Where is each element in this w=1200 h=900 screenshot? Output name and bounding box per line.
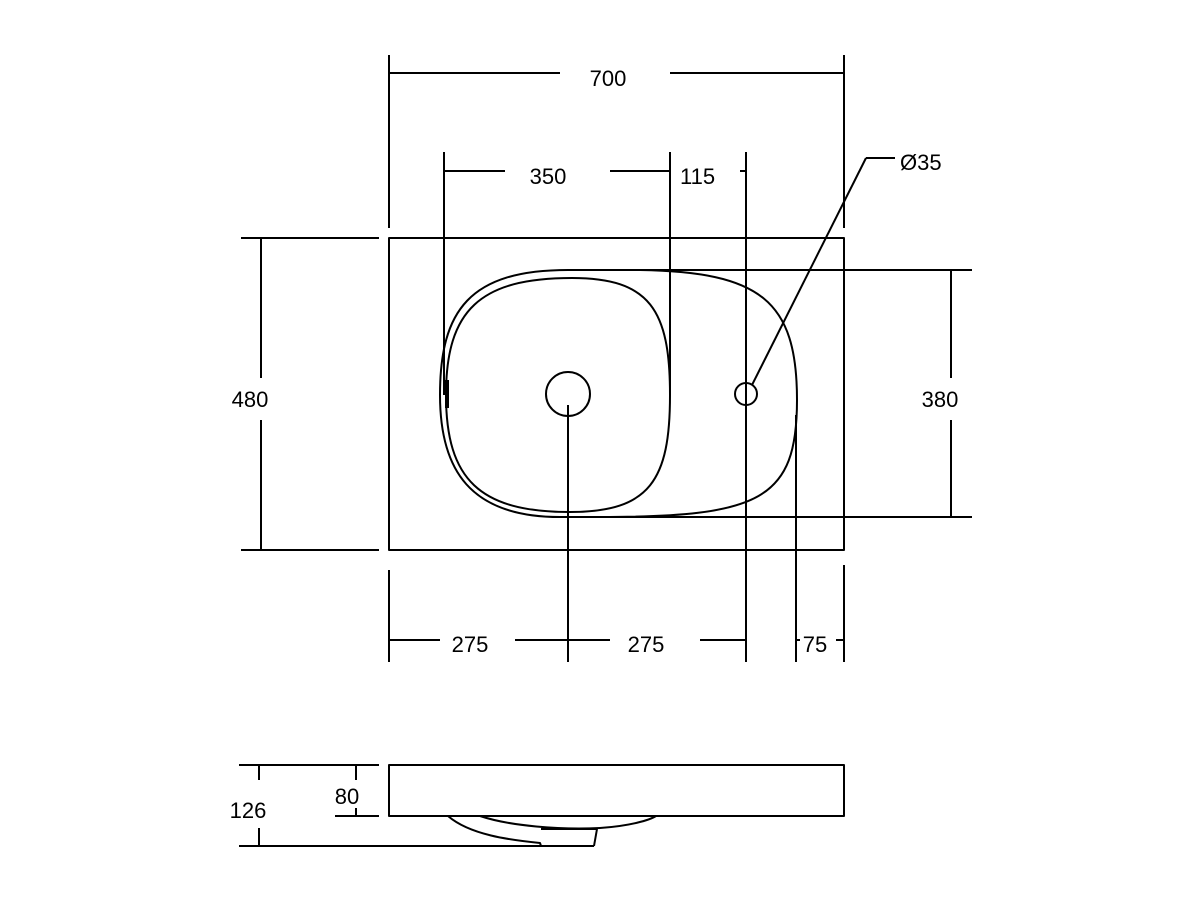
dim-label-slab-thickness: 80 (335, 784, 359, 809)
plan-view: 700 350 115 Ø35 480 (232, 55, 972, 662)
dim-label-waste-to-tap: 275 (628, 632, 665, 657)
dim-label-tap-hole-diameter: Ø35 (900, 150, 942, 175)
dim-label-tap-to-edge: 75 (803, 632, 827, 657)
side-bowl-body (479, 815, 657, 830)
dim-bottom-chain: 275 275 75 (388, 405, 845, 662)
dim-label-total-height: 126 (230, 798, 267, 823)
leader-line (751, 157, 867, 386)
dim-label-bowl-to-tap: 115 (680, 164, 715, 189)
slab-outline (388, 237, 845, 551)
dim-overall-depth: 480 (232, 237, 379, 551)
dim-label-overall-width: 700 (590, 66, 627, 91)
dim-label-left-to-waste: 275 (452, 632, 489, 657)
dim-overall-width: 700 (388, 55, 845, 228)
dim-label-overall-depth: 480 (232, 387, 269, 412)
dim-bowl-width: 350 (443, 152, 671, 395)
dim-label-bowl-depth: 380 (922, 387, 959, 412)
dim-label-bowl-width: 350 (530, 164, 567, 189)
dim-slab-thickness: 80 (335, 765, 379, 817)
side-view: 126 80 (230, 764, 845, 847)
bowl-inner (445, 277, 671, 513)
side-slab-outline (388, 764, 845, 817)
dim-tap-hole-diameter: Ø35 (751, 150, 942, 386)
dim-bowl-depth: 380 (600, 269, 972, 518)
dim-bowl-to-tap: 115 (680, 152, 747, 662)
side-waste-outlet (593, 828, 598, 847)
side-bowl-underside (447, 815, 542, 847)
dim-total-height: 126 (230, 764, 594, 847)
basin-outer-rim (439, 269, 798, 518)
